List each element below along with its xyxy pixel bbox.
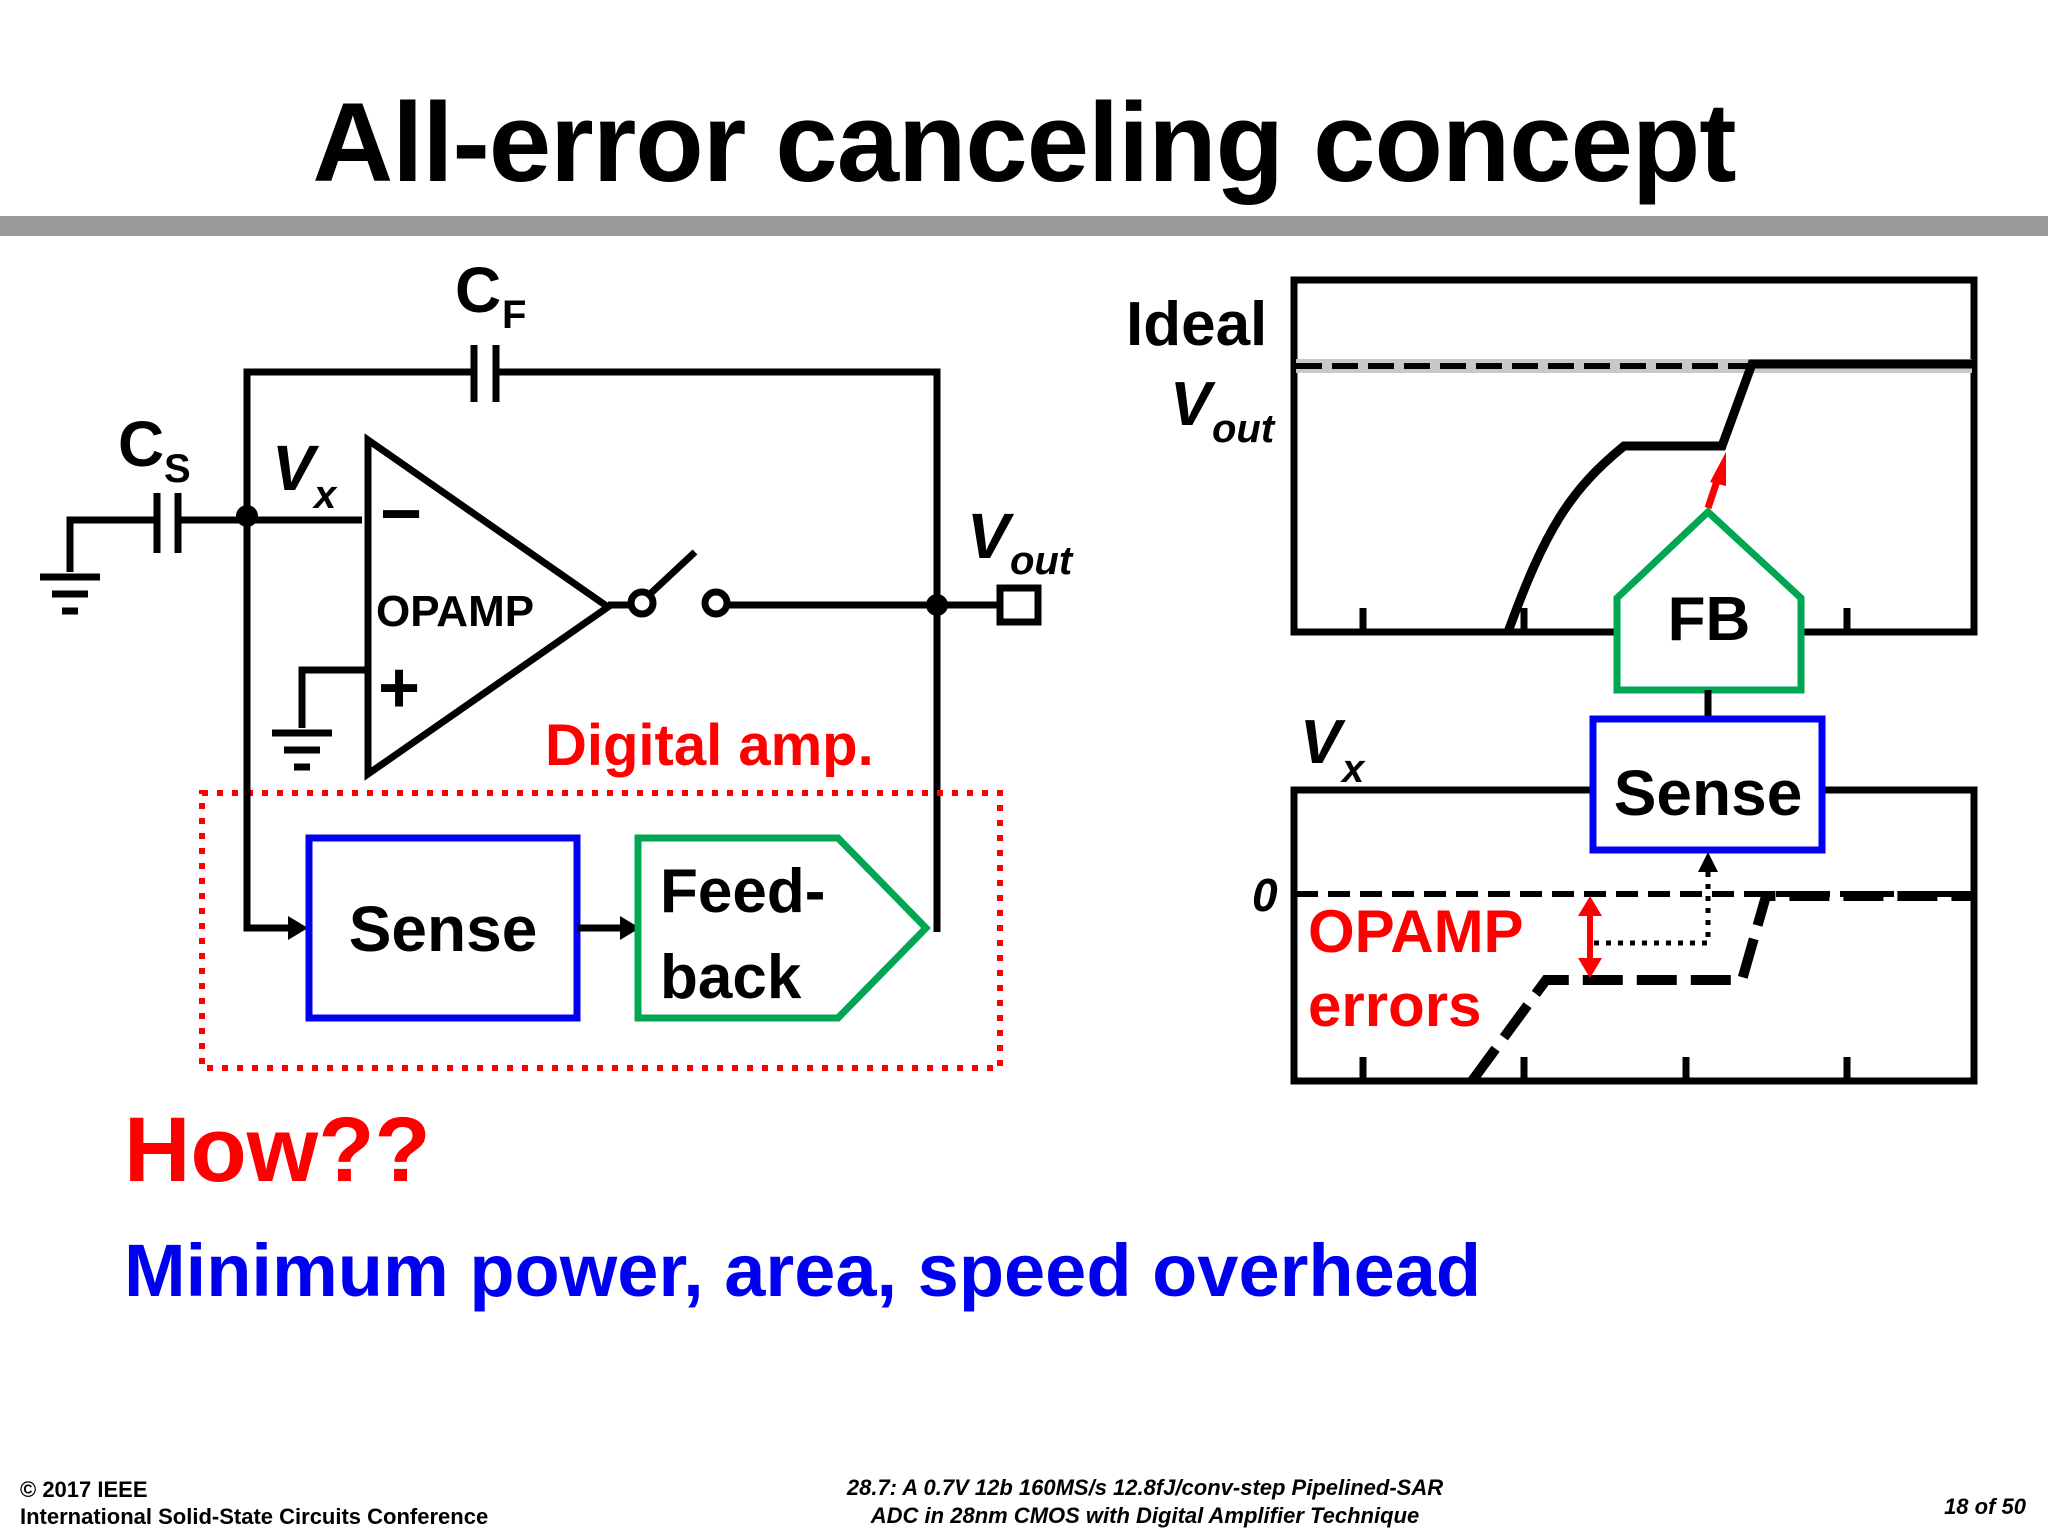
vout-axis-label: V (1170, 370, 1216, 439)
cs-label: C (118, 408, 164, 480)
sense-block (1589, 715, 1826, 854)
fb-arrow-icon (1710, 452, 1726, 486)
errors-label-line2: errors (1308, 972, 1481, 1039)
vout-axis-subscript: out (1212, 407, 1276, 451)
sense-label: Sense (1614, 757, 1803, 829)
subtitle-goals: Minimum power, area, speed overhead (124, 1229, 1482, 1312)
digital-amp-label: Digital amp. (545, 713, 874, 778)
opamp-minus: − (380, 474, 422, 554)
vx-axis-subscript: x (1340, 747, 1366, 791)
footer-copyright: © 2017 IEEE (20, 1477, 148, 1502)
vout-waveform (1503, 359, 1974, 634)
vx-subscript: x (312, 473, 338, 517)
footer-conference: International Solid-State Circuits Confe… (20, 1504, 489, 1529)
footer-paper-line1: 28.7: A 0.7V 12b 160MS/s 12.8fJ/conv-ste… (846, 1475, 1444, 1500)
plus-ground-wire (272, 666, 368, 771)
sense-input-wire (243, 516, 294, 932)
sense-label: Sense (349, 893, 538, 965)
vout-node (926, 594, 948, 616)
footer-left: © 2017 IEEE International Solid-State Ci… (20, 1476, 488, 1530)
vx-ticks (1359, 1057, 1851, 1081)
page-number: 18 of 50 (1944, 1494, 2026, 1519)
arrow-icon (288, 916, 308, 940)
zero-label: 0 (1252, 869, 1278, 921)
opamp-triangle (364, 433, 615, 781)
arrow-down-icon (1578, 958, 1602, 978)
feedback-block (634, 834, 931, 1022)
vx-axis-label: V (1300, 708, 1346, 777)
output-switch (608, 549, 1042, 626)
arrow-icon (1698, 852, 1718, 872)
footer-paper: 28.7: A 0.7V 12b 160MS/s 12.8fJ/conv-ste… (695, 1474, 1595, 1530)
sense-probe-path (1594, 868, 1711, 946)
title-divider (0, 216, 2048, 236)
feedback-label-line2: back (660, 943, 802, 1012)
cs-subscript: S (164, 447, 191, 491)
digital-amp-boundary (199, 790, 1003, 1071)
vx-label: V (272, 432, 320, 504)
arrow-icon (620, 916, 640, 940)
ground-icon (40, 573, 100, 615)
ideal-label: Ideal (1126, 290, 1267, 359)
errors-label-line1: OPAMP (1308, 898, 1524, 965)
vx-waveform (1467, 891, 1972, 1084)
feedback-label-line1: Feed- (660, 857, 825, 926)
vout-label: V (967, 500, 1015, 572)
cs-capacitor (66, 493, 362, 572)
opamp-label: OPAMP (376, 587, 534, 636)
sense-block (305, 834, 581, 1022)
vout-subscript: out (1010, 539, 1074, 583)
arrow-up-icon (1578, 896, 1602, 916)
footer-paper-line2: ADC in 28nm CMOS with Digital Amplifier … (870, 1503, 1420, 1528)
fb-label: FB (1668, 585, 1751, 654)
cf-capacitor (243, 345, 941, 932)
how-question: How?? (124, 1099, 431, 1201)
fb-block (1613, 507, 1805, 694)
cf-label: C (455, 254, 501, 326)
opamp-plus: + (378, 648, 420, 728)
slide-title: All-error canceling concept (312, 80, 1736, 205)
cf-subscript: F (502, 293, 526, 337)
